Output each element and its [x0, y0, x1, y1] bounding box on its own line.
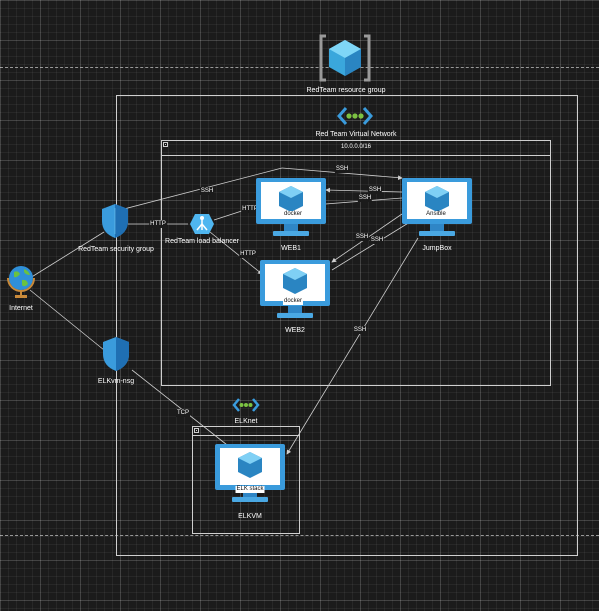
edge-jumpbox-web1-ssh-1: [325, 187, 403, 193]
vnet-container: [161, 140, 551, 386]
edge-internet-elknsg: [29, 289, 105, 351]
internet-label: Internet: [9, 305, 33, 312]
edge-internet-nsg: [29, 231, 105, 279]
web2-vm-icon: [259, 259, 331, 321]
guide-line-bottom: [0, 535, 599, 536]
web1-label: WEB1: [281, 245, 301, 252]
vnet-collapse-button[interactable]: [163, 142, 168, 147]
elkvm-vm-icon: [214, 443, 286, 505]
edge-label-ssh-top: SSH: [199, 187, 215, 195]
elk-nsg-label: ELKvm-nsg: [97, 378, 135, 385]
elknet-icon: [232, 397, 260, 413]
jumpbox-vm-icon: [401, 177, 473, 239]
edge-jumpbox-elkvm-ssh: [286, 237, 419, 455]
edge-label-ssh-web2-a: SSH: [354, 233, 370, 241]
elknet-container-header: [192, 426, 300, 436]
resource-group-box: [116, 95, 578, 556]
elknet-label: ELKnet: [234, 418, 258, 425]
web2-badge: docker: [282, 298, 304, 305]
jumpbox-badge: Ansible: [425, 211, 447, 218]
load-balancer-icon: [189, 213, 215, 235]
elkvm-label: ELKVM: [238, 513, 262, 520]
edge-label-ssh-elk: SSH: [352, 326, 368, 334]
security-group-shield-icon: [100, 203, 130, 239]
edge-label-ssh-vnet: SSH: [334, 165, 350, 173]
elk-nsg-shield-icon: [101, 336, 131, 372]
edge-jumpbox-web2-ssh-2: [331, 221, 411, 271]
edge-nsg-jumpbox-ssh-2: [281, 167, 403, 181]
resource-group-label: RedTeam resource group: [306, 87, 386, 94]
edge-label-http-nsg: HTTP: [149, 220, 167, 228]
internet-globe-icon: [6, 264, 36, 300]
edge-label-ssh-web2-b: SSH: [369, 236, 385, 244]
web1-vm-icon: [255, 177, 327, 239]
edge-label-http-web1: HTTP: [241, 205, 259, 213]
web2-label: WEB2: [285, 327, 305, 334]
edge-label-http-web2: HTTP: [239, 250, 257, 258]
vnet-container-header: [161, 140, 551, 156]
load-balancer-label: RedTeam load balancer: [165, 238, 239, 245]
jumpbox-label: JumpBox: [422, 245, 452, 252]
edge-lb-web2-http: [209, 231, 263, 275]
elknet-collapse-button[interactable]: [194, 428, 199, 433]
edge-label-ssh-web1-a: SSH: [367, 186, 383, 194]
web1-badge: docker: [282, 211, 304, 218]
edge-label-tcp: TCP: [176, 409, 190, 417]
resource-group-icon: [318, 34, 372, 82]
vnet-label: Red Team Virtual Network: [315, 131, 397, 138]
vnet-subnet-label: 10.0.0.0/16: [340, 144, 372, 150]
security-group-label: RedTeam security group: [78, 246, 154, 253]
elkvm-badge: ELK stack: [235, 486, 265, 493]
virtual-network-icon: [337, 106, 373, 126]
edge-label-ssh-web1-b: SSH: [357, 194, 373, 202]
elknet-container: [192, 426, 300, 534]
guide-line-top: [0, 67, 599, 68]
